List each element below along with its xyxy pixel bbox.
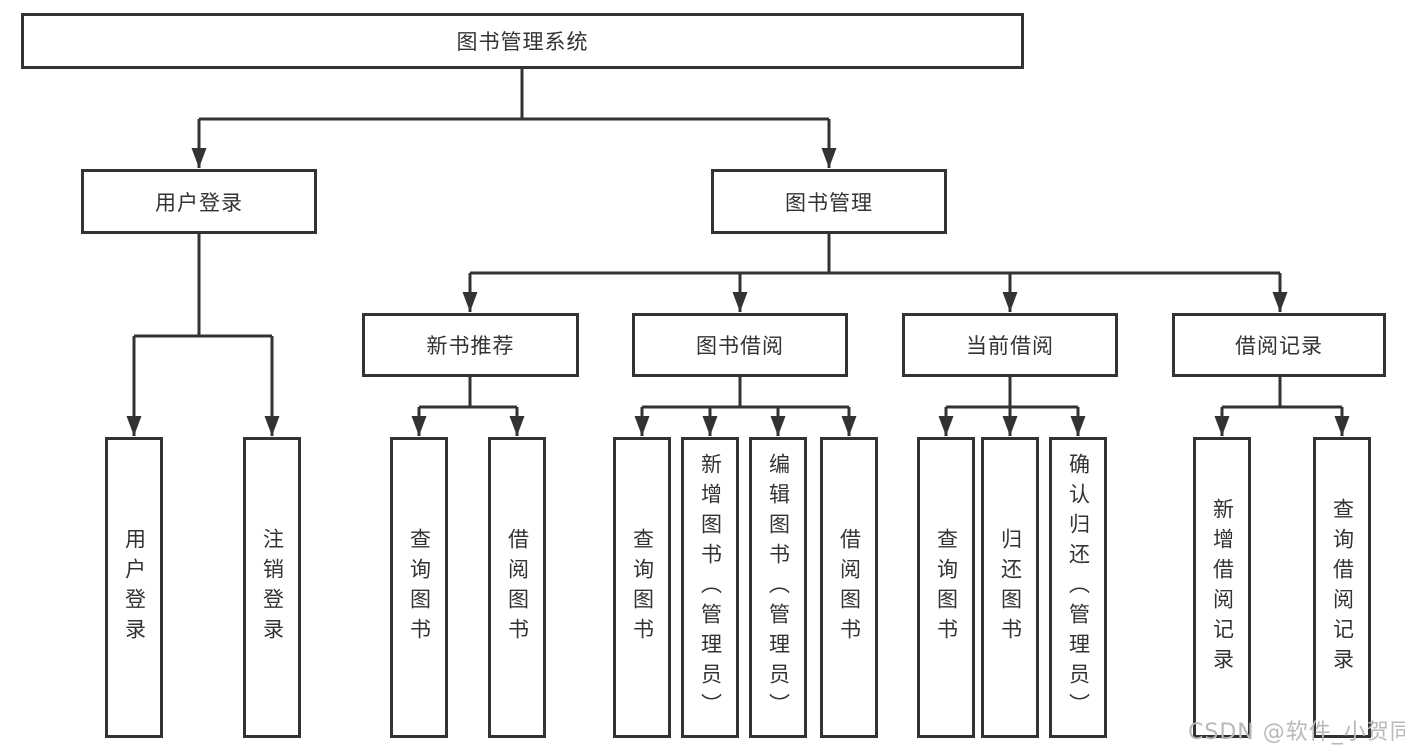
leaf-label: 注销登录: [260, 527, 285, 648]
node-new-book-recommendation: 新书推荐: [362, 313, 579, 377]
leaf-label: 查询图书: [407, 527, 432, 648]
leaf-label: 编辑图书（管理员）: [766, 452, 791, 723]
leaf-query-books-current: 查询图书: [917, 437, 975, 738]
node-book-borrowing: 图书借阅: [632, 313, 848, 377]
leaf-label: 确认归还（管理员）: [1066, 452, 1091, 723]
leaf-label: 新增借阅记录: [1210, 497, 1235, 678]
leaf-label: 查询图书: [934, 527, 959, 648]
leaf-borrow-books-recommend: 借阅图书: [488, 437, 546, 738]
csdn-watermark: CSDN @软件_小贺同学: [1188, 720, 1405, 745]
leaf-label: 查询借阅记录: [1330, 497, 1355, 678]
leaf-confirm-return-admin: 确认归还（管理员）: [1049, 437, 1107, 738]
node-user-login: 用户登录: [81, 169, 317, 234]
leaf-label: 查询图书: [630, 527, 655, 648]
leaf-logout-login: 注销登录: [243, 437, 301, 738]
leaf-add-books-admin: 新增图书（管理员）: [681, 437, 739, 738]
leaf-return-books: 归还图书: [981, 437, 1039, 738]
leaf-query-books-recommend: 查询图书: [390, 437, 448, 738]
leaf-query-books-borrow: 查询图书: [613, 437, 671, 738]
node-root-system: 图书管理系统: [21, 13, 1024, 69]
leaf-edit-books-admin: 编辑图书（管理员）: [749, 437, 807, 738]
leaf-label: 借阅图书: [505, 527, 530, 648]
leaf-label: 用户登录: [122, 527, 147, 648]
leaf-label: 借阅图书: [837, 527, 862, 648]
leaf-add-borrow-record: 新增借阅记录: [1193, 437, 1251, 738]
leaf-label: 新增图书（管理员）: [698, 452, 723, 723]
node-borrowing-records: 借阅记录: [1172, 313, 1386, 377]
leaf-user-login: 用户登录: [105, 437, 163, 738]
leaf-label: 归还图书: [998, 527, 1023, 648]
node-current-borrowing: 当前借阅: [902, 313, 1118, 377]
leaf-borrow-books-borrow: 借阅图书: [820, 437, 878, 738]
leaf-query-borrow-record: 查询借阅记录: [1313, 437, 1371, 738]
node-book-management: 图书管理: [711, 169, 947, 234]
